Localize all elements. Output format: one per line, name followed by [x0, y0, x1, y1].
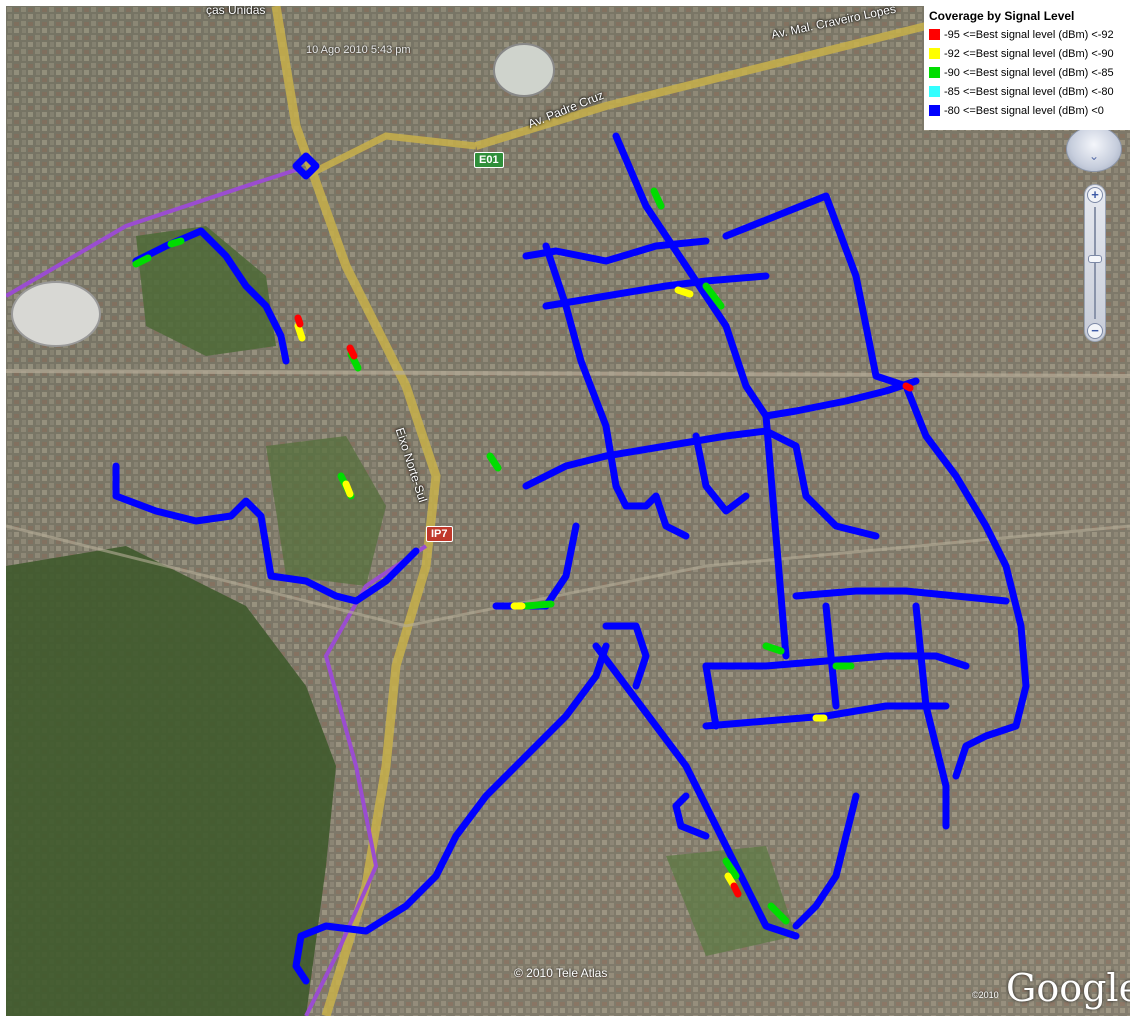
look-around-ring[interactable] — [1066, 126, 1122, 172]
park-south — [666, 846, 796, 956]
navigation-control[interactable]: ⌄ — [1066, 126, 1122, 176]
copyright-teleatlas: © 2010 Tele Atlas — [514, 966, 608, 980]
green-sample — [722, 857, 740, 880]
legend-swatch — [929, 48, 940, 59]
highway-craveiro — [474, 22, 927, 150]
zoom-track[interactable] — [1094, 207, 1096, 319]
green-sample — [650, 187, 665, 210]
expressway-purple-south — [304, 544, 428, 1016]
legend-item: -90 <=Best signal level (dBm) <-85 — [929, 63, 1130, 82]
route-segment-grid-g — [602, 622, 650, 690]
route-segment-southeast — [792, 792, 860, 930]
route-segment-grid-a — [702, 652, 970, 670]
stadium-north — [493, 43, 555, 97]
legend-item: -95 <=Best signal level (dBm) <-92 — [929, 25, 1130, 44]
legend-item: -85 <=Best signal level (dBm) <-80 — [929, 82, 1130, 101]
green-sample — [762, 642, 785, 655]
legend-swatch — [929, 86, 940, 97]
highway-shield-e01: E01 — [474, 152, 504, 168]
route-segment-north-b — [542, 272, 770, 310]
forest-monsanto — [6, 546, 336, 1016]
chevron-down-icon[interactable]: ⌄ — [1088, 149, 1100, 163]
red-sample — [346, 344, 358, 360]
green-sample — [702, 282, 725, 310]
zoom-slider[interactable]: + − — [1084, 184, 1106, 342]
legend-label: -95 <=Best signal level (dBm) <-92 — [944, 28, 1114, 41]
route-segment-small-loop — [612, 482, 690, 540]
red-sample — [294, 314, 304, 328]
yellow-sample — [294, 322, 306, 342]
legend-label: -85 <=Best signal level (dBm) <-80 — [944, 85, 1114, 98]
route-segment-central-east — [522, 427, 880, 540]
highway-shield-ip7: IP7 — [426, 526, 453, 542]
zoom-thumb[interactable] — [1088, 255, 1102, 263]
route-red-samples — [294, 314, 914, 898]
zoom-in-button[interactable]: + — [1087, 187, 1103, 203]
legend-title: Coverage by Signal Level — [929, 9, 1075, 23]
route-segment-north-c — [542, 242, 620, 490]
map-timestamp: 10 Ago 2010 5:43 pm — [306, 44, 411, 56]
route-segment-west — [112, 462, 420, 605]
yellow-sample — [674, 286, 694, 298]
highway-eixo — [271, 6, 441, 1016]
route-segment-grid-f — [702, 662, 720, 730]
green-sample — [167, 237, 185, 248]
stadium-west — [11, 281, 101, 347]
signal-legend: Coverage by Signal Level -95 <=Best sign… — [924, 6, 1130, 130]
park-north — [136, 226, 276, 356]
park-center — [266, 436, 386, 586]
legend-label: -92 <=Best signal level (dBm) <-90 — [944, 47, 1114, 60]
green-sample — [767, 902, 790, 925]
route-segment-grid-e — [912, 602, 950, 830]
route-segment-cross — [762, 377, 920, 420]
green-sample — [522, 600, 555, 610]
green-sample — [486, 452, 502, 472]
yellow-sample — [342, 480, 354, 498]
legend-label: -80 <=Best signal level (dBm) <0 — [944, 104, 1104, 117]
route-segment-south-main — [292, 642, 610, 985]
legend-swatch — [929, 67, 940, 78]
legend-label: -90 <=Best signal level (dBm) <-85 — [944, 66, 1114, 79]
expressway-purple — [6, 166, 303, 298]
route-segment-vertical-3 — [692, 432, 750, 515]
highway-2ciruclar — [304, 132, 477, 180]
legend-item: -92 <=Best signal level (dBm) <-90 — [929, 44, 1130, 63]
google-logo: Google — [1006, 966, 1130, 1010]
drive-route — [112, 132, 1030, 985]
road-label-top: ças Unidas — [206, 6, 266, 17]
satellite-map[interactable] — [6, 6, 1130, 1016]
route-segment-vertical-2 — [762, 412, 790, 660]
red-sample — [730, 882, 742, 898]
route-segment-south-loop — [672, 792, 710, 840]
route-segment-east-block — [722, 192, 1030, 780]
legend-item: -80 <=Best signal level (dBm) <0 — [929, 101, 1130, 120]
route-segment-south-diag — [592, 642, 800, 940]
legend-swatch — [929, 105, 940, 116]
road-east — [6, 369, 1130, 378]
google-copyright-year: ©2010 — [972, 990, 999, 1000]
route-segment-roundabout — [292, 152, 320, 180]
green-sample — [132, 254, 152, 268]
legend-swatch — [929, 29, 940, 40]
zoom-out-button[interactable]: − — [1087, 323, 1103, 339]
map-view[interactable]: 10 Ago 2010 5:43 pm ças Unidas Av. Mal. … — [6, 6, 1130, 1016]
route-segment-grid-d — [822, 602, 840, 710]
route-segment-vertical-1 — [612, 132, 770, 420]
red-sample — [902, 382, 914, 392]
route-segment-grid-c — [792, 587, 1010, 605]
